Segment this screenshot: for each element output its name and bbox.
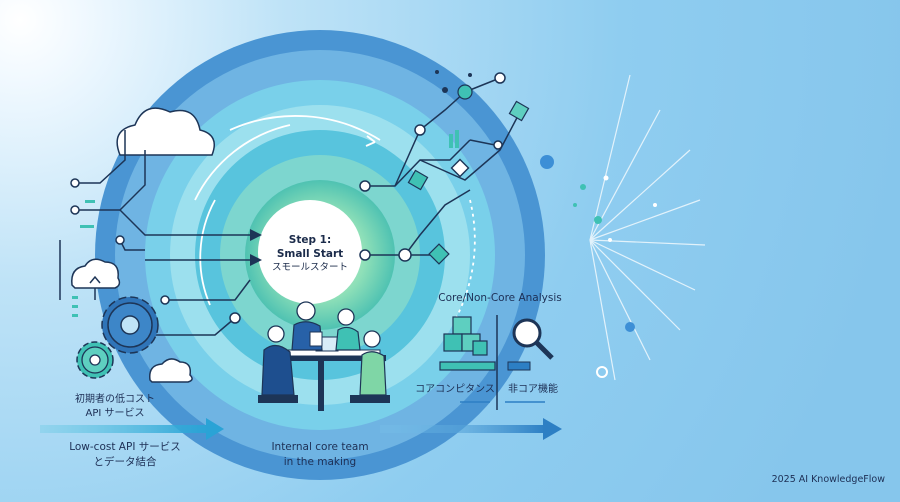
bottom-arrows — [40, 418, 562, 440]
small-cloud-upload-icon — [71, 258, 121, 300]
core-competence-label: コアコンピタンス — [415, 384, 495, 395]
left-nodes — [70, 178, 241, 324]
center-step-label: Step 1: Small Start スモールスタート — [245, 233, 375, 275]
gear-small-icon — [76, 341, 114, 379]
team-illustration — [258, 301, 390, 411]
decor-dots — [540, 155, 657, 378]
left-cloud-icon — [116, 107, 215, 156]
small-cloud-right-icon — [149, 358, 193, 383]
step-subtitle: スモールスタート — [271, 262, 348, 273]
magnifier-icon — [507, 318, 554, 371]
lowcost-api-label: Low-cost API サービス とデータ結合 — [69, 441, 181, 468]
left-arrowheads — [250, 229, 262, 266]
concentric-rings — [95, 30, 545, 480]
footer-credit: 2025 AI KnowledgeFlow — [771, 474, 885, 485]
analysis-title: Core/Non-Core Analysis — [438, 292, 562, 304]
cubes-icon — [439, 316, 496, 371]
ring-arrows — [194, 115, 476, 321]
initial-api-label: 初期者の低コスト API サービス — [75, 394, 155, 419]
gear-large-icon — [101, 296, 159, 354]
core-team-label: Internal core team in the making — [271, 441, 369, 468]
step-title: Small Start — [276, 248, 344, 260]
center-circle — [258, 200, 362, 304]
step-number: Step 1: — [288, 234, 332, 246]
network-nodes — [359, 70, 530, 265]
radiating-lines — [589, 74, 706, 381]
non-core-label: 非コア機能 — [508, 384, 558, 395]
